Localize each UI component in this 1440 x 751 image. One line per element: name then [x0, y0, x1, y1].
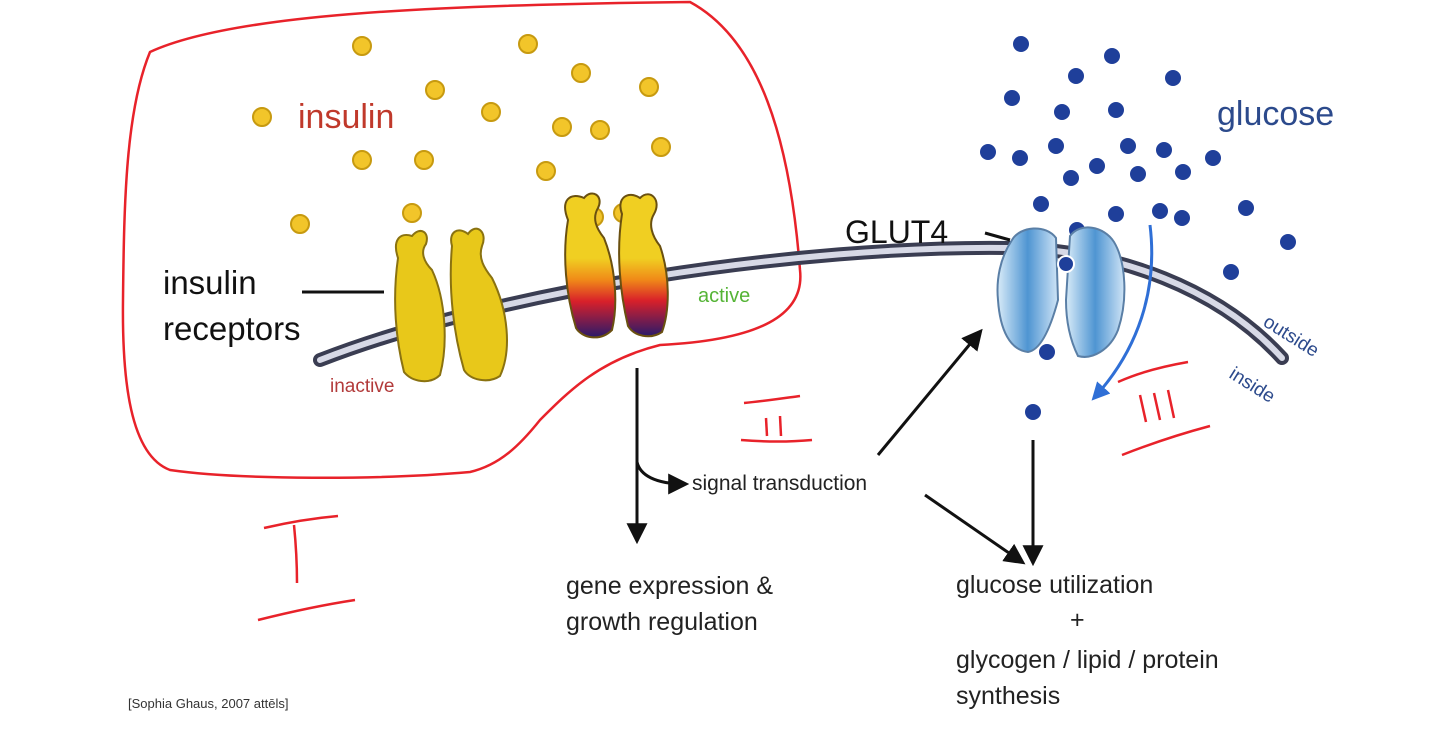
glucose-in-channel: [1057, 255, 1075, 273]
red-outline-region-one: [121, 0, 802, 480]
plus-sign: +: [1070, 606, 1085, 634]
image-credit: [Sophia Ghaus, 2007 attēls]: [128, 696, 288, 711]
insulin-molecules: [252, 34, 671, 234]
inactive-label: inactive: [330, 376, 394, 397]
glucose-utilization-label: glucose utilization: [956, 571, 1153, 599]
insulin-receptors-label-line2: receptors: [163, 310, 301, 347]
signal-arrows: [626, 328, 1044, 567]
glut4-transporter: [996, 226, 1126, 358]
roman-numeral-one-annotation: [257, 514, 356, 622]
inside-label: inside: [1225, 363, 1278, 407]
inactive-insulin-receptor: [394, 227, 508, 383]
gene-expression-label-line2: growth regulation: [566, 608, 758, 636]
active-label: active: [698, 285, 750, 307]
synthesis-label-line2: synthesis: [956, 682, 1060, 710]
roman-numeral-two-annotation: [740, 394, 813, 443]
insulin-label: insulin: [298, 98, 394, 136]
glucose-label: glucose: [1217, 95, 1334, 133]
glucose-entry-arrow: [1091, 224, 1154, 401]
signal-transduction-label: signal transduction: [692, 472, 867, 495]
gene-expression-label-line1: gene expression &: [566, 572, 773, 600]
glucose-molecules: [980, 36, 1296, 420]
insulin-receptors-label-line1: insulin: [163, 264, 257, 301]
glut4-pointer: [984, 231, 1011, 242]
synthesis-label-line1: glycogen / lipid / protein: [956, 646, 1219, 674]
glut4-label: GLUT4: [845, 214, 948, 250]
active-insulin-receptor: [564, 192, 669, 339]
roman-numeral-three-annotation: [1117, 360, 1211, 457]
